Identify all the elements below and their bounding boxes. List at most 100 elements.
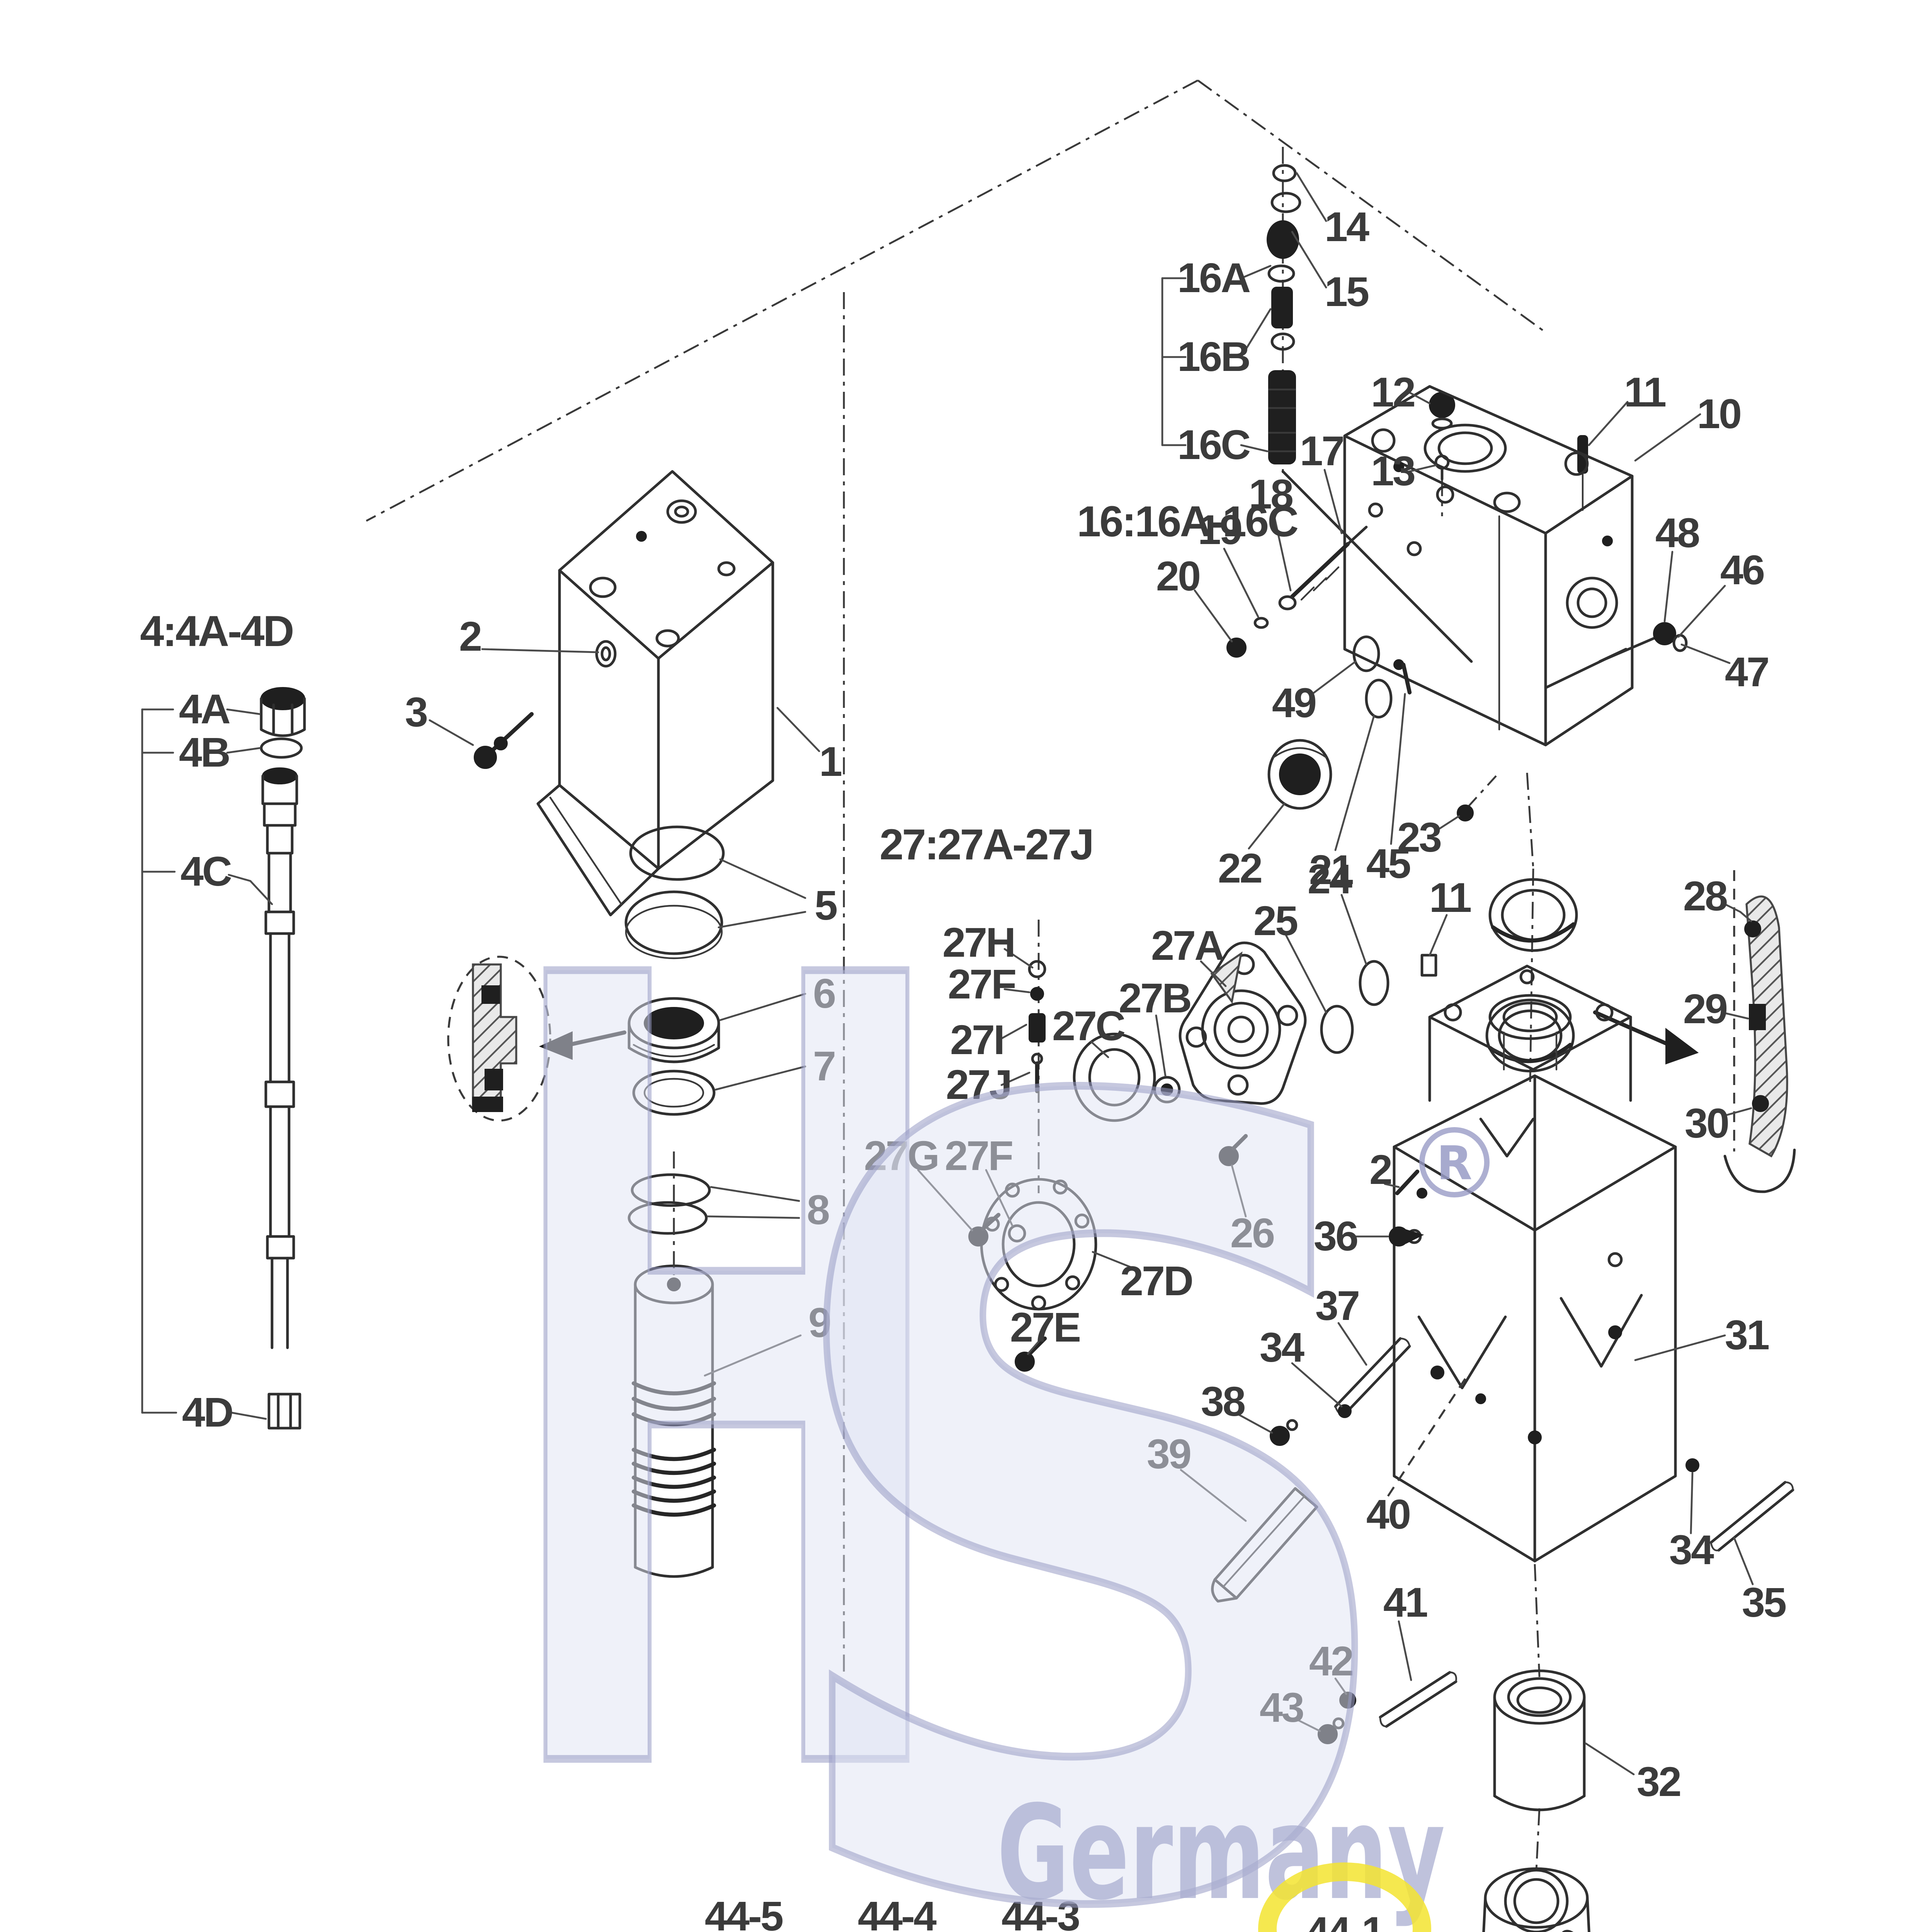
oring-set-5 xyxy=(624,825,725,959)
plate-27a xyxy=(1179,941,1307,1105)
part-label-27E-49: 27E xyxy=(1010,1304,1080,1350)
bolt-12 xyxy=(1429,392,1455,430)
part-label-5-28: 5 xyxy=(815,882,837,929)
washer-27f xyxy=(1008,1224,1026,1243)
accumulator-27-cluster xyxy=(968,941,1307,1372)
part-label-11-42: 11 xyxy=(1429,874,1471,921)
highlight-ellipse-44-1 xyxy=(1258,1862,1431,1932)
part-labels-layer: 4:4A-4D16:16A-16C27:27A-27J141516A16B16C… xyxy=(140,203,1787,1932)
bolt-36 xyxy=(1389,1226,1424,1247)
part-label-43-60: 43 xyxy=(1260,1684,1303,1731)
rod-41 xyxy=(1379,1671,1458,1728)
bushing-32 xyxy=(1493,1669,1586,1811)
part-label-24-41: 24 xyxy=(1308,855,1352,902)
plug-22 xyxy=(1267,739,1332,810)
part-label-2-53: 2 xyxy=(1369,1146,1391,1193)
part-label-27G-46: 27G xyxy=(864,1132,938,1179)
group-title-4-4A-4D-0: 4:4A-4D xyxy=(140,607,293,655)
screw-set-17-20 xyxy=(1226,526,1368,658)
hose-nut-4d xyxy=(267,1393,301,1430)
eye-detail-6 xyxy=(447,956,627,1122)
part-label-35-63: 35 xyxy=(1742,1579,1786,1626)
part-label-27B-38: 27B xyxy=(1119,975,1190,1021)
fasteners-right-side xyxy=(1211,1169,1794,1744)
part-label-34-62: 34 xyxy=(1669,1526,1714,1573)
part-label-48-13: 48 xyxy=(1655,509,1699,556)
part-label-27J-36: 27J xyxy=(946,1061,1011,1108)
part-label-19-11: 19 xyxy=(1198,506,1242,553)
part-label-31-61: 31 xyxy=(1725,1311,1769,1358)
part-label-12-5: 12 xyxy=(1371,369,1414,415)
part-label-44-3-68: 44-3 xyxy=(1002,1893,1079,1932)
part-label-27A-39: 27A xyxy=(1151,922,1224,969)
bolt-27g xyxy=(968,1213,1001,1247)
part-label-38-55: 38 xyxy=(1201,1378,1245,1425)
hs-germany-watermark: H S R Germany xyxy=(491,751,1490,1932)
hose-4c xyxy=(261,767,298,1349)
part-label-39-56: 39 xyxy=(1147,1430,1190,1477)
part-label-20-12: 20 xyxy=(1156,553,1199,599)
part-label-47-15: 47 xyxy=(1725,648,1768,695)
part-label-3-22: 3 xyxy=(405,689,427,735)
svg-text:R: R xyxy=(1437,1137,1472,1190)
registered-trademark-icon: R xyxy=(1419,1127,1490,1197)
part-label-40-57: 40 xyxy=(1366,1491,1410,1537)
part-label-13-6: 13 xyxy=(1371,447,1415,494)
part-label-34-54: 34 xyxy=(1260,1324,1304,1371)
part-label-45-19: 45 xyxy=(1366,840,1410,887)
part-label-49-16: 49 xyxy=(1272,679,1316,726)
group-title-27-27A-27J-2: 27:27A-27J xyxy=(879,820,1093,869)
hose-assembly-4 xyxy=(141,687,306,1430)
part-label-8-31: 8 xyxy=(807,1186,829,1233)
part-label-37-52: 37 xyxy=(1315,1282,1359,1329)
part-label-44-1-69: 44-1 xyxy=(1306,1908,1384,1932)
part-label-21-18: 21 xyxy=(1309,846,1353,893)
oring-49 xyxy=(1352,635,1380,672)
valve-48-46-47 xyxy=(1544,622,1688,689)
ring-stack xyxy=(1320,878,1578,1073)
nut-38 xyxy=(1270,1419,1298,1446)
part-label-6-29: 6 xyxy=(813,970,835,1017)
part-label-4A-24: 4A xyxy=(179,685,230,732)
ring-7 xyxy=(632,1070,716,1116)
grommet-2 xyxy=(595,640,617,668)
part-label-28-43: 28 xyxy=(1683,872,1727,919)
valve-block-1 xyxy=(474,470,774,917)
watermark-letter-s: S xyxy=(760,885,1422,1932)
rod-35 xyxy=(1709,1481,1794,1552)
part-label-27H-33: 27H xyxy=(942,919,1014,966)
oring-21 xyxy=(1365,679,1393,719)
part-label-25-40: 25 xyxy=(1253,897,1298,944)
part-label-2-21: 2 xyxy=(459,613,481,660)
nut-43 xyxy=(1318,1717,1345,1744)
part-label-16A-2: 16A xyxy=(1177,254,1250,301)
part-label-11-7: 11 xyxy=(1624,369,1666,415)
oring-24 xyxy=(1359,960,1389,1006)
part-label-23-20: 23 xyxy=(1397,814,1441,861)
part-label-46-14: 46 xyxy=(1720,546,1764,593)
part-label-22-17: 22 xyxy=(1218,845,1261,891)
oring-25 xyxy=(1320,1005,1354,1054)
part-label-41-58: 41 xyxy=(1383,1579,1427,1626)
part-label-36-51: 36 xyxy=(1314,1213,1357,1259)
bolt-23 xyxy=(1457,804,1474,821)
part-label-15-1: 15 xyxy=(1325,268,1369,315)
part-label-30-45: 30 xyxy=(1685,1100,1728,1146)
part-label-16B-3: 16B xyxy=(1177,333,1249,380)
valve-body-10 xyxy=(1343,385,1634,747)
part-label-27F-47: 27F xyxy=(945,1132,1012,1179)
valve-stack-16 xyxy=(1161,164,1473,663)
bolt-26 xyxy=(1219,1134,1248,1166)
part-label-1-23: 1 xyxy=(819,738,842,785)
part-label-27I-35: 27I xyxy=(950,1016,1003,1063)
part-label-7-30: 7 xyxy=(813,1043,835,1089)
part-label-17-9: 17 xyxy=(1300,427,1343,474)
bolt-42 xyxy=(1339,1692,1356,1709)
watermark-country: Germany xyxy=(997,1778,1445,1929)
part-label-32-64: 32 xyxy=(1637,1758,1680,1805)
bolt-27e xyxy=(1015,1336,1047,1372)
part-label-44-4-67: 44-4 xyxy=(858,1893,937,1932)
disc-27c xyxy=(1073,1032,1156,1122)
